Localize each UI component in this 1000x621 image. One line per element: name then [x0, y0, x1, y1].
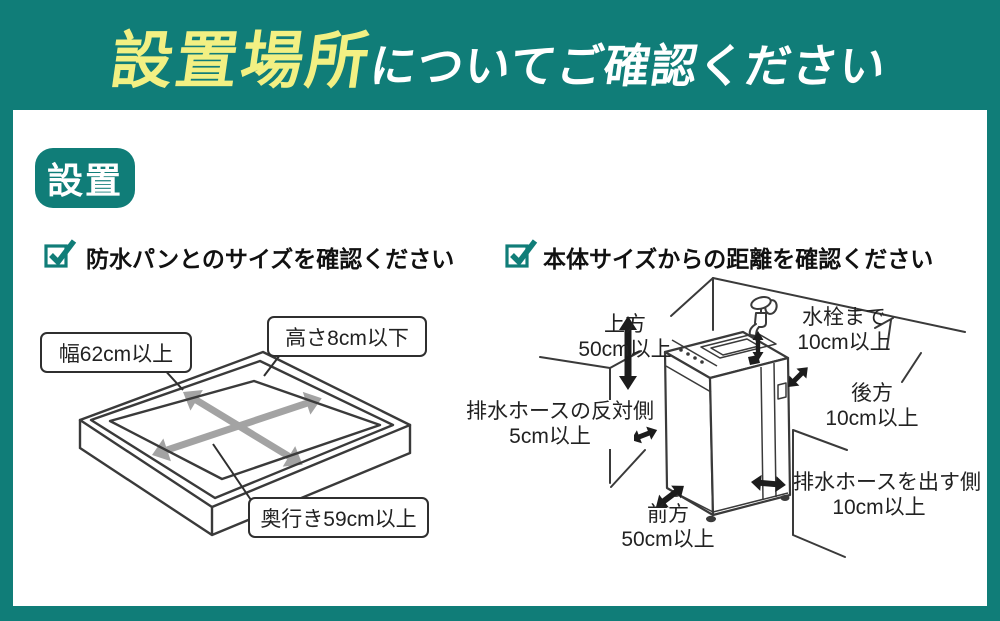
checkbox-check-icon	[44, 239, 77, 268]
clearance-label-faucet-line2: 10cm以上	[797, 330, 891, 354]
clearance-label-front-line2: 50cm以上	[621, 527, 715, 551]
clearance-label-front: 前方 50cm以上	[614, 503, 722, 552]
washer-clearance-illustration	[539, 277, 966, 558]
clearance-label-hose-line2: 10cm以上	[832, 495, 926, 519]
clearance-label-opposite-line1: 排水ホースの反対側	[466, 400, 654, 423]
washing-machine	[663, 330, 792, 517]
clearance-label-top-line2: 50cm以上	[578, 337, 672, 361]
installation-badge: 設置	[35, 148, 135, 208]
callout-height: 高さ8cm以下	[267, 316, 427, 357]
callout-depth: 奥行き59cm以上	[248, 497, 429, 538]
clearance-label-opposite: 排水ホースの反対側 5cm以上	[466, 400, 654, 450]
section-title-clearance: 本体サイズからの距離を確認ください	[543, 246, 934, 272]
title-highlight: 設置場所	[106, 27, 377, 96]
clearance-label-faucet: 水栓まで 10cm以上	[790, 306, 898, 355]
clearance-label-top: 上方 50cm以上	[570, 313, 680, 362]
pan-illustration	[78, 350, 412, 537]
pan-outline	[78, 350, 412, 537]
clearance-label-faucet-line1: 水栓まで	[802, 306, 886, 329]
page-title: 設置場所についてご確認ください	[106, 10, 894, 100]
clearance-label-rear-line2: 10cm以上	[825, 406, 919, 430]
section-title-pan: 防水パンとのサイズを確認ください	[86, 246, 455, 272]
checkbox-check-icon	[505, 239, 538, 268]
callout-width: 幅62cm以上	[40, 332, 192, 373]
faucet-icon	[748, 296, 778, 338]
clearance-label-rear-line1: 後方	[851, 382, 893, 405]
clearance-label-top-line1: 上方	[604, 313, 646, 336]
pan-size-arrows	[152, 390, 322, 467]
clearance-label-hose: 排水ホースを出す側 10cm以上	[793, 471, 981, 520]
title-rest: についてご確認ください	[366, 40, 890, 92]
clearance-label-hose-line1: 排水ホースを出す側	[793, 471, 981, 494]
clearance-arrows	[619, 316, 808, 508]
clearance-label-front-line1: 前方	[647, 503, 689, 526]
header-banner: 設置場所についてご確認ください	[0, 0, 1000, 110]
clearance-label-rear: 後方 10cm以上	[820, 382, 924, 431]
clearance-label-opposite-line2: 5cm以上	[509, 424, 591, 448]
